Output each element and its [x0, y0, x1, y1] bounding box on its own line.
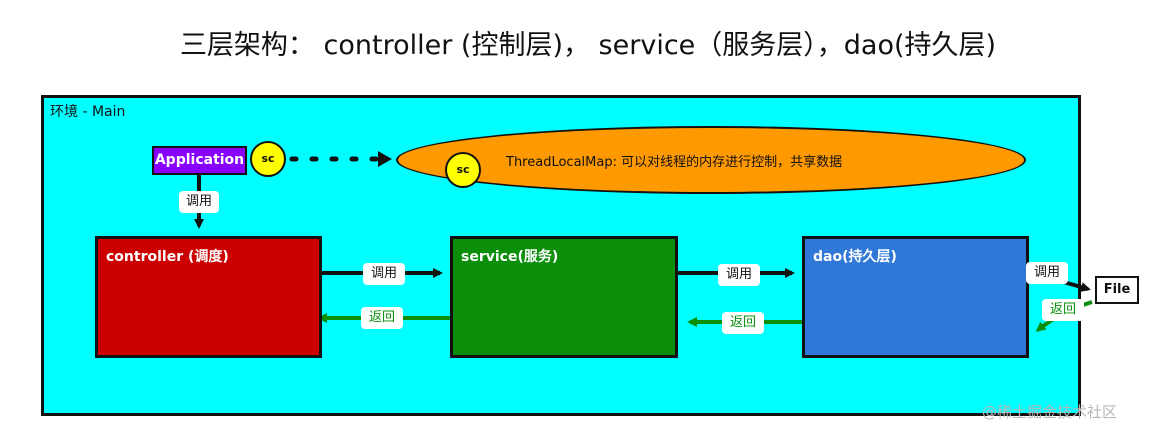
label-controller-service-call: 调用 — [363, 263, 405, 285]
label-dao-service-return: 返回 — [722, 312, 764, 334]
file-node: File — [1095, 276, 1139, 304]
application-node: Application — [152, 146, 247, 175]
label-dao-file-call: 调用 — [1026, 262, 1068, 284]
label-file-dao-return: 返回 — [1042, 299, 1084, 321]
threadlocalmap-label: ThreadLocalMap: 可以对线程的内存进行控制，共享数据 — [506, 155, 843, 170]
label-app-call: 调用 — [179, 191, 219, 213]
label-service-dao-call: 调用 — [718, 264, 760, 286]
controller-layer-label: controller (调度) — [106, 249, 229, 265]
dao-layer-label: dao(持久层) — [813, 249, 897, 265]
watermark: @稀土掘金技术社区 — [982, 403, 1118, 421]
diagram-title: 三层架构： controller (控制层)， service（服务层），dao… — [179, 30, 997, 61]
dao-layer-box: dao(持久层) — [802, 236, 1029, 358]
label-service-controller-return: 返回 — [361, 307, 403, 329]
controller-layer-box: controller (调度) — [95, 236, 322, 358]
dotted-arrow-head — [378, 151, 392, 167]
sc-node-threadlocal: sc — [445, 152, 481, 188]
environment-label: 环境 - Main — [50, 104, 126, 120]
threadlocalmap-node — [396, 126, 1026, 194]
service-layer-label: service(服务) — [461, 249, 559, 265]
sc-node-application: sc — [250, 141, 286, 177]
service-layer-box: service(服务) — [450, 236, 678, 358]
